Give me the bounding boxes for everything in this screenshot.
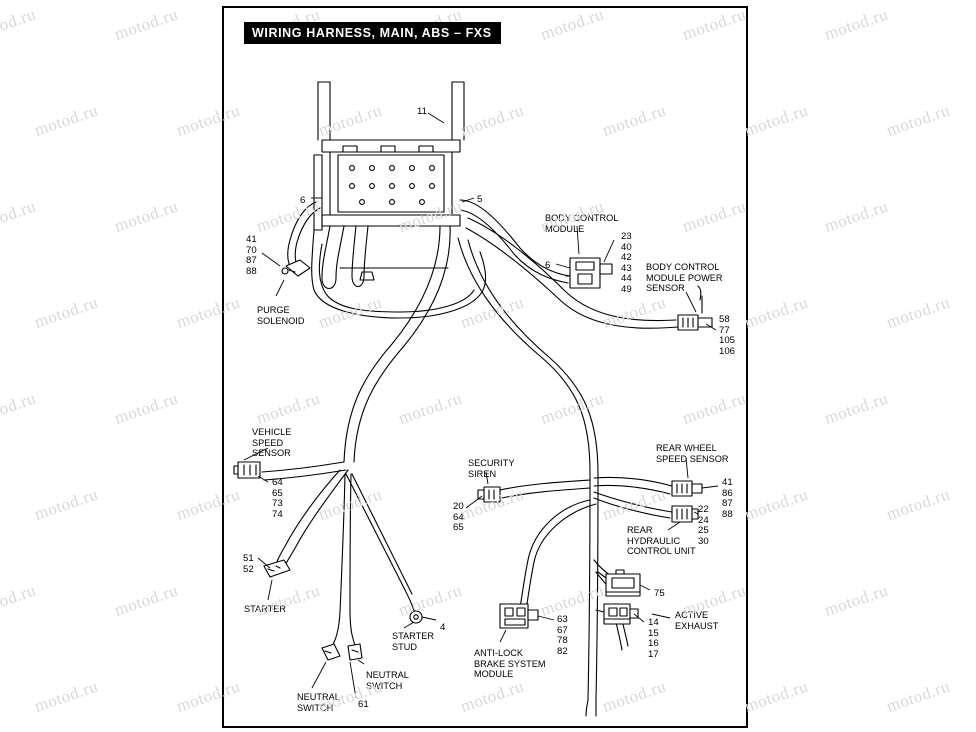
callout-c-ns2: NEUTRAL SWITCH: [297, 692, 340, 713]
callout-c-4: 4: [440, 622, 446, 633]
callout-c-5: 5: [477, 194, 483, 205]
callout-c-rwss: REAR WHEEL SPEED SENSOR: [656, 443, 729, 464]
callout-c-active: ACTIVE EXHAUST: [675, 610, 719, 631]
callout-c-starter-stud: STARTER STUD: [392, 631, 435, 652]
callout-c-vss: VEHICLE SPEED SENSOR: [252, 427, 292, 458]
callout-c-41-88b: 41 86 87 88: [722, 477, 733, 520]
callout-c-ns1: NEUTRAL SWITCH: [366, 670, 409, 691]
callout-c-75: 75: [654, 588, 665, 599]
callout-c-41-88: 41 70 87 88: [246, 234, 257, 277]
callout-c-rhcu: REAR HYDRAULIC CONTROL UNIT: [627, 525, 696, 556]
callout-c-58-106: 58 77 105 106: [719, 314, 736, 357]
callout-c-6b: 6: [545, 260, 551, 271]
callout-c-bcm: BODY CONTROL MODULE: [545, 213, 619, 234]
callout-c-63-82: 63 67 78 82: [557, 614, 568, 657]
callout-c-purge: PURGE SOLENOID: [257, 305, 305, 326]
callout-c-sec: SECURITY SIREN: [468, 458, 515, 479]
callout-c-61: 61: [358, 699, 369, 710]
page-title: WIRING HARNESS, MAIN, ABS – FXS: [244, 22, 501, 44]
callout-c-51-52: 51 52: [243, 553, 254, 575]
diagram-frame: [222, 6, 748, 728]
callout-c-20-65: 20 64 65: [453, 501, 464, 533]
callout-c-14-17: 14 15 16 17: [648, 617, 659, 660]
callout-c-bcmps: BODY CONTROL MODULE POWER SENSOR: [646, 262, 723, 293]
callout-c-abs: ANTI-LOCK BRAKE SYSTEM MODULE: [474, 648, 546, 679]
callout-c-64-74: 64 65 73 74: [272, 477, 283, 520]
callout-c-6a: 6: [300, 195, 306, 206]
callout-c-11: 11: [417, 106, 427, 117]
callout-c-23-49: 23 40 42 43 44 49: [621, 231, 632, 295]
callout-c-22-30: 22 24 25 30: [698, 504, 709, 547]
callout-c-starter: STARTER: [244, 604, 287, 614]
